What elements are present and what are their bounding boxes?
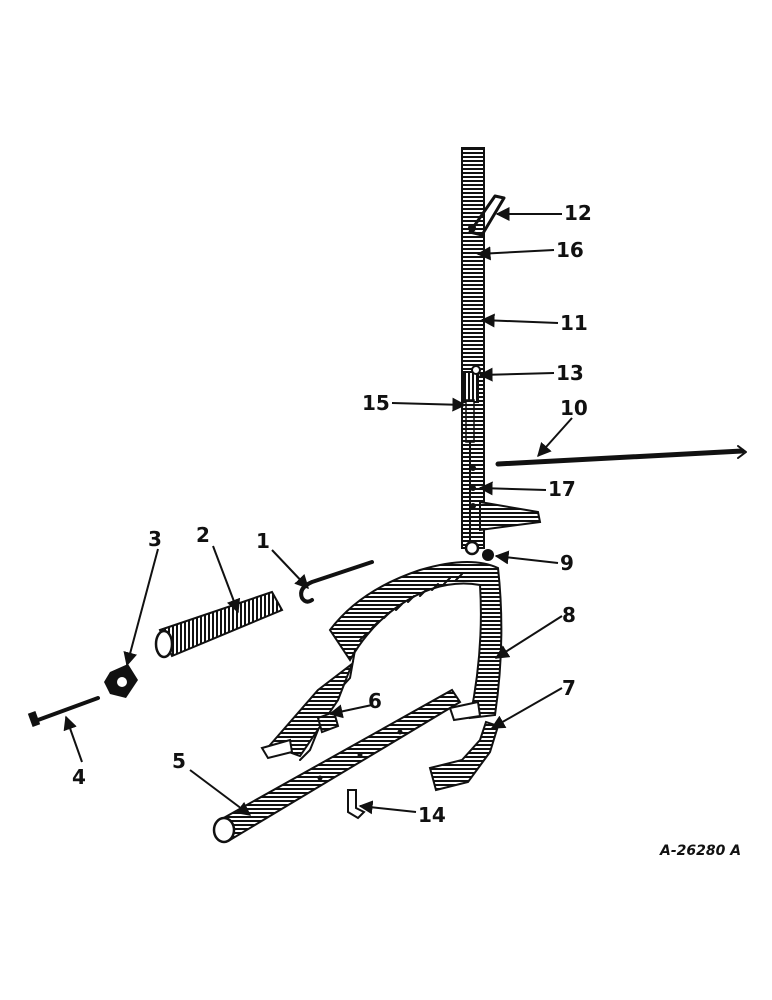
callout-5: 5 [172, 749, 186, 773]
callout-2: 2 [196, 523, 210, 547]
callout-9: 9 [560, 551, 574, 575]
callout-10: 10 [560, 396, 588, 420]
part-3-nut [104, 664, 138, 698]
callout-17: 17 [548, 477, 576, 501]
callout-13: 13 [556, 361, 584, 385]
callout-1: 1 [256, 529, 270, 553]
callout-6: 6 [368, 689, 382, 713]
callout-12: 12 [564, 201, 592, 225]
part-8-quadrant [260, 561, 503, 761]
part-15-latch-rod [465, 399, 475, 443]
callout-16: 16 [556, 238, 584, 262]
part-16-pin [468, 224, 476, 232]
part-10-rod [495, 448, 745, 467]
part-1-hook [299, 560, 374, 604]
callout-labels: 1 2 3 4 5 6 7 8 9 10 11 12 13 14 15 16 1… [72, 201, 592, 827]
part-11-lever [461, 147, 485, 556]
part-12-latch-handle [468, 194, 506, 237]
callout-11: 11 [560, 311, 588, 335]
drawing-reference-code: A-26280 A [659, 843, 741, 859]
part-9-nut [482, 549, 494, 561]
part-5-bar [212, 688, 462, 844]
callout-8: 8 [562, 603, 576, 627]
part-13-latch-block [463, 365, 481, 403]
callout-14: 14 [418, 803, 446, 827]
callout-4: 4 [72, 765, 86, 789]
callout-leaders [63, 207, 573, 816]
part-2-spring [154, 590, 284, 659]
part-17-bracket [479, 500, 542, 532]
part-7-strap [428, 720, 500, 792]
part-4-bolt [27, 696, 100, 727]
part-14-clip [347, 789, 366, 820]
callout-15: 15 [362, 391, 390, 415]
callout-7: 7 [562, 676, 576, 700]
callout-3: 3 [148, 527, 162, 551]
